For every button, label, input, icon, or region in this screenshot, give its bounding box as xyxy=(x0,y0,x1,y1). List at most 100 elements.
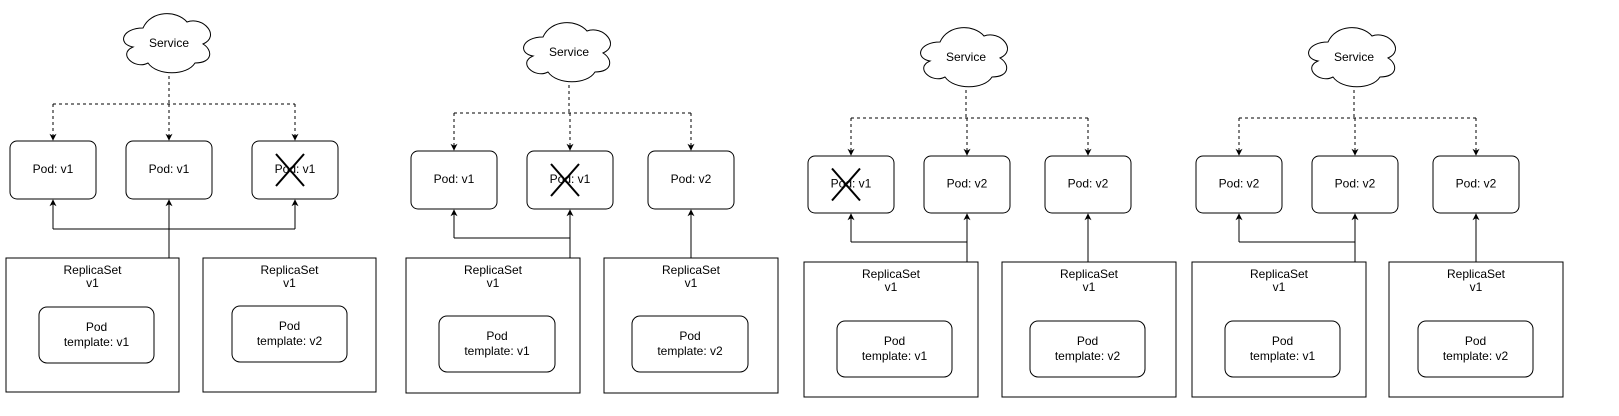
replicaset-version: v1 xyxy=(283,276,296,290)
pod-label: Pod: v1 xyxy=(434,172,475,186)
pod-rect xyxy=(125,140,213,200)
pod-rect xyxy=(251,140,339,200)
x-stroke xyxy=(831,167,861,202)
pod-template-version: template: v2 xyxy=(657,344,723,358)
pod-template-rect xyxy=(631,315,749,373)
terminated-x-icon xyxy=(275,153,305,187)
replicaset-version: v1 xyxy=(86,276,99,290)
cloud-icon xyxy=(920,27,1008,88)
pod-template-title: Pod xyxy=(279,319,300,333)
pod-template-title: Pod xyxy=(1272,334,1293,348)
pod-template-rect xyxy=(1224,320,1341,378)
replicaset-version: v1 xyxy=(1083,280,1096,294)
pod-box: Pod: v1 xyxy=(807,155,895,214)
pod-rect xyxy=(1195,155,1283,214)
replicaset-version: v1 xyxy=(1273,280,1286,294)
pod-label: Pod: v1 xyxy=(149,162,190,176)
pod-box: Pod: v1 xyxy=(125,140,213,200)
pod-label: Pod: v2 xyxy=(1335,177,1376,191)
pod-rect xyxy=(1044,155,1132,214)
pod-rect xyxy=(526,150,614,210)
replicaset-version: v1 xyxy=(1470,280,1483,294)
pod-template-title: Pod xyxy=(86,320,107,334)
service-label: Service xyxy=(946,50,986,64)
service-node: Service xyxy=(1308,27,1396,88)
service-node: Service xyxy=(523,22,611,83)
pod-rect xyxy=(923,155,1011,214)
pod-box: Pod: v2 xyxy=(1432,155,1520,214)
pod-template-title: Pod xyxy=(679,329,700,343)
cloud-icon xyxy=(1308,27,1396,88)
replicaset-title: ReplicaSet xyxy=(1250,267,1309,281)
replicaset-title: ReplicaSet xyxy=(1447,267,1506,281)
pod-box: Pod: v2 xyxy=(923,155,1011,214)
terminated-x-icon xyxy=(550,163,580,197)
pod-box: Pod: v2 xyxy=(647,150,735,210)
pod-rect xyxy=(410,150,498,210)
pod-box: Pod: v1 xyxy=(410,150,498,210)
pod-template-title: Pod xyxy=(1465,334,1486,348)
x-stroke xyxy=(550,163,580,197)
service-node: Service xyxy=(123,13,211,74)
service-node: Service xyxy=(920,27,1008,88)
replicaset-title: ReplicaSet xyxy=(662,263,721,277)
pod-label: Pod: v2 xyxy=(1068,177,1109,191)
pod-rect xyxy=(807,155,895,214)
pod-rect xyxy=(1432,155,1520,214)
pod-template-version: template: v2 xyxy=(1443,349,1509,363)
pod-template-title: Pod xyxy=(884,334,905,348)
pod-template-version: template: v2 xyxy=(257,334,323,348)
pod-template-rect xyxy=(438,315,556,373)
cloud-icon xyxy=(123,13,211,74)
service-label: Service xyxy=(1334,50,1374,64)
service-label: Service xyxy=(149,36,189,50)
replicaset-version: v1 xyxy=(487,276,500,290)
pod-box: Pod: v1 xyxy=(251,140,339,200)
pod-label: Pod: v1 xyxy=(33,162,74,176)
replicaset-version: v1 xyxy=(885,280,898,294)
pod-template-rect xyxy=(1417,320,1534,378)
pod-template-rect xyxy=(38,306,155,364)
replicaset-title: ReplicaSet xyxy=(1060,267,1119,281)
pod-template-title: Pod xyxy=(1077,334,1098,348)
replicaset-title: ReplicaSet xyxy=(63,263,122,277)
pod-template-version: template: v1 xyxy=(464,344,530,358)
pod-template-rect xyxy=(836,320,953,378)
pod-template-rect xyxy=(1029,320,1146,378)
replicaset-title: ReplicaSet xyxy=(862,267,921,281)
pod-box: Pod: v2 xyxy=(1044,155,1132,214)
service-label: Service xyxy=(549,45,589,59)
pod-rect xyxy=(9,140,97,200)
pod-box: Pod: v2 xyxy=(1311,155,1399,214)
pod-label: Pod: v2 xyxy=(671,172,712,186)
replicaset-title: ReplicaSet xyxy=(260,263,319,277)
pod-label: Pod: v2 xyxy=(1456,177,1497,191)
pod-label: Pod: v2 xyxy=(1219,177,1260,191)
pod-box: Pod: v1 xyxy=(526,150,614,210)
pod-template-title: Pod xyxy=(486,329,507,343)
x-stroke xyxy=(275,153,305,187)
pod-template-version: template: v1 xyxy=(64,335,130,349)
terminated-x-icon xyxy=(831,167,861,202)
pod-rect xyxy=(1311,155,1399,214)
pod-template-rect xyxy=(231,305,348,363)
